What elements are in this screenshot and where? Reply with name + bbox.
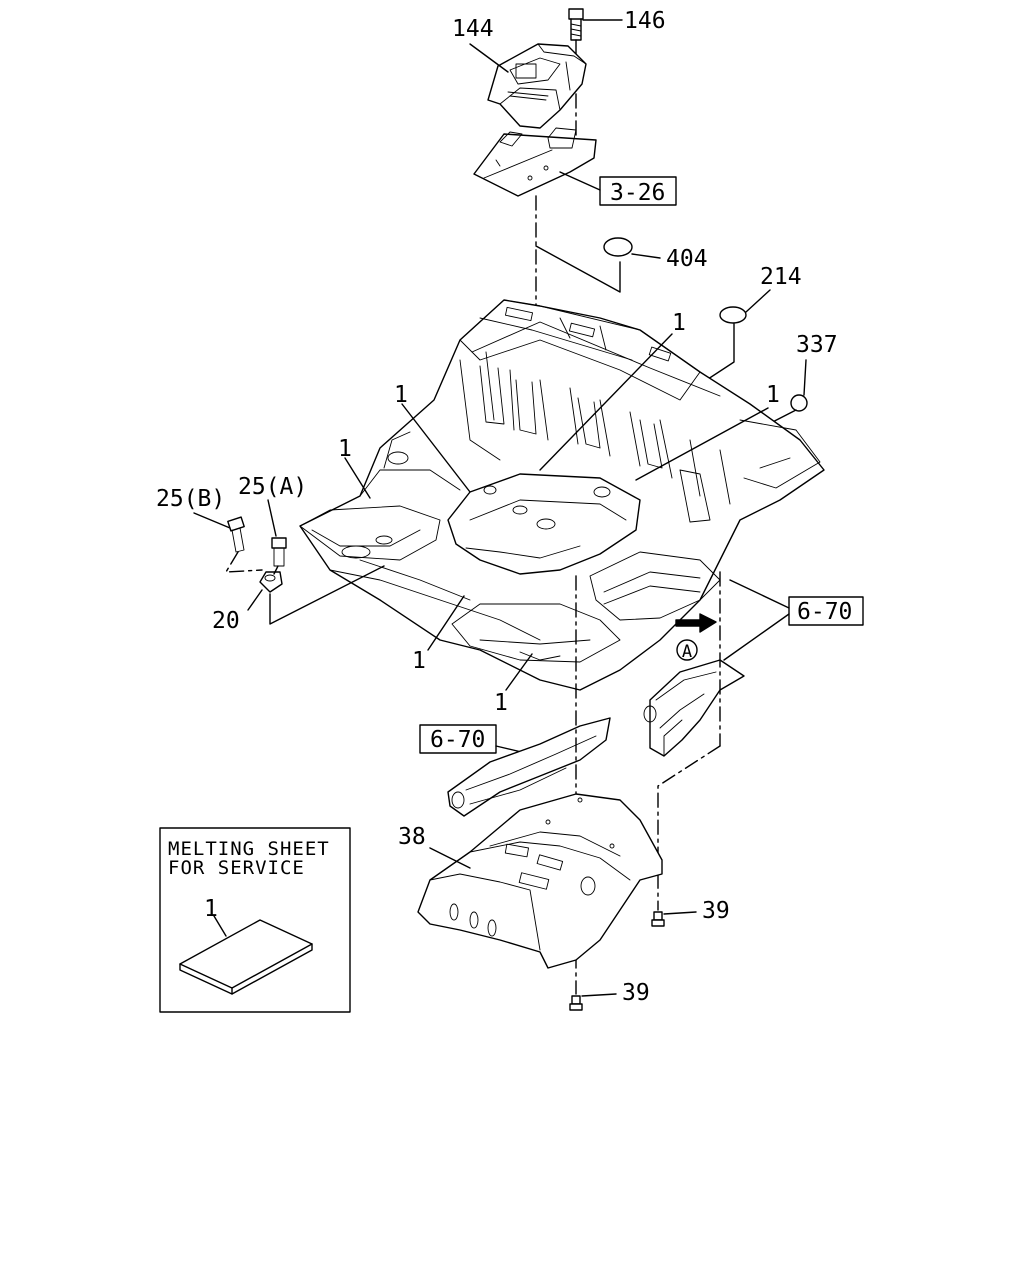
label-6-70-left: 6-70 [430,727,485,753]
bolt-146 [568,8,584,41]
leader-inset-1 [213,915,227,937]
label-39-right: 39 [702,898,730,924]
inset-title-line2: FOR SERVICE [168,857,305,879]
side-member-right [643,659,745,757]
insulator-38 [417,793,663,969]
console-144 [487,43,587,129]
ref-box-6-70-right [788,596,864,626]
leader-20 [247,589,263,611]
leader-1-left [344,457,371,499]
label-39-bottom: 39 [622,980,650,1006]
ref-box-3-26 [599,176,677,206]
label-214: 214 [760,264,802,290]
leader-25b [193,512,231,529]
leader-1-left-upper [401,403,471,493]
grommet-404 [603,237,633,257]
leader-3-26 [559,171,601,191]
label-38: 38 [398,824,426,850]
label-337: 337 [796,332,838,358]
label-25a: 25(A) [238,474,307,500]
leader-1-lower [505,653,533,691]
melting-sheet [179,919,313,995]
plug-337 [790,394,808,412]
centerline-39-right [657,745,721,911]
clip-39-right [651,911,665,927]
leader-337 [803,359,807,396]
bracket-plate [473,127,597,197]
label-1-left-upper: 1 [394,382,408,408]
inset-box [159,827,351,1013]
label-view-a: A [682,642,692,662]
floor-panel-assembly [299,299,825,691]
leader-404-to-floor [535,245,621,293]
leader-144 [469,43,509,73]
ref-box-6-70-left [419,724,497,754]
label-1-lower: 1 [494,690,508,716]
label-404: 404 [666,246,708,272]
view-a-circle [676,639,698,661]
label-20: 20 [212,608,240,634]
bolt-25a [271,537,287,567]
leader-25a [267,499,277,537]
leader-214 [745,289,771,313]
label-1-top: 1 [672,310,686,336]
leader-20-to-floor [269,565,385,625]
leader-39-right [663,911,697,915]
label-6-70-right: 6-70 [797,599,852,625]
leader-6-70-right-b [723,613,790,661]
leader-1-right [635,407,769,481]
leader-38 [429,847,471,869]
bolt-25b [227,516,245,553]
label-144: 144 [452,16,494,42]
leader-6-70-right-a [729,579,790,609]
centerline-25a [273,565,279,575]
inset-part-label: 1 [204,896,218,922]
clip-39-bottom [569,995,583,1011]
plug-214 [719,306,747,324]
leader-1-lower-left [427,595,465,651]
nut-20 [259,571,283,593]
leader-1-top [539,333,673,471]
leader-404 [631,253,661,259]
label-1-right: 1 [766,382,780,408]
label-1-left: 1 [338,436,352,462]
label-146: 146 [624,8,666,34]
label-1-lower-left: 1 [412,648,426,674]
inset-title-line1: MELTING SHEET [168,838,330,860]
centerline-25b [225,551,263,573]
label-3-26: 3-26 [610,180,665,206]
label-25b: 25(B) [156,486,225,512]
direction-arrow [675,613,717,633]
leader-39-bottom [581,993,617,997]
